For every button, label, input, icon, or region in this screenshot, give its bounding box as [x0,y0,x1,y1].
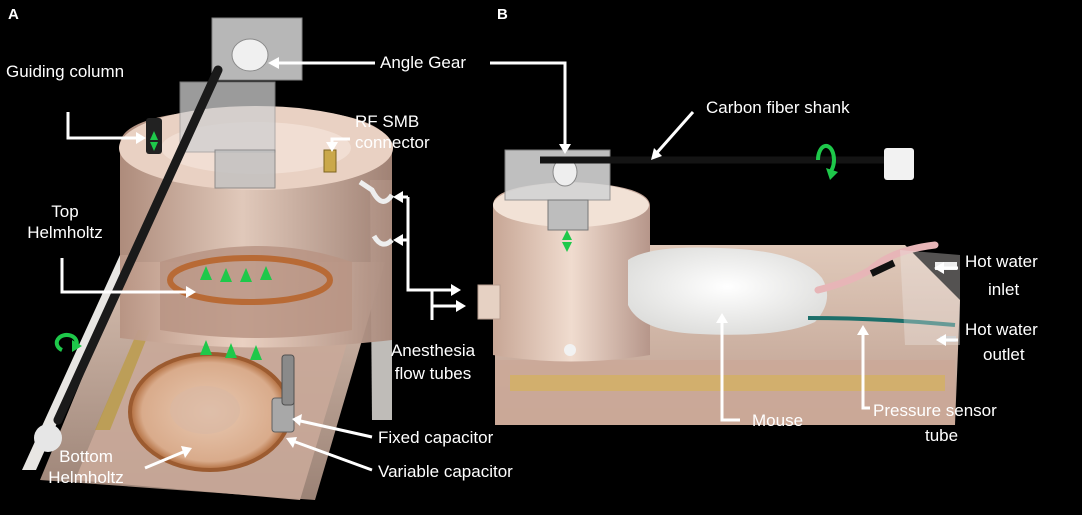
label-pressure-sensor-line1: Pressure sensor [873,401,997,420]
rotation-arrow-a [54,332,79,352]
label-carbon-fiber-shank: Carbon fiber shank [706,98,850,117]
mouse-body [628,247,828,335]
mouse-tail [814,241,939,294]
shank-end-cap [884,148,914,180]
label-hot-water-outlet-line1: Hot water [965,320,1038,339]
carbon-fiber-rod-a [53,65,223,425]
pressure-tube [807,316,956,327]
annotation-arrowheads [136,57,946,458]
label-rf-smb-line1: RF SMB [355,112,420,131]
rotation-arrow-b [815,143,836,174]
label-top-helmholtz-line2: Helmholtz [27,223,103,242]
panel-letter-b: B [497,6,508,23]
variable-capacitor-part [281,354,295,406]
label-hot-water-inlet-line2: inlet [988,280,1020,299]
label-bottom-helmholtz-line2: Helmholtz [48,468,124,487]
hot-water-inlet-port [935,262,957,270]
panel-b-device [477,143,960,425]
label-bottom-helmholtz-line1: Bottom [59,447,113,466]
label-hot-water-inlet-line1: Hot water [965,252,1038,271]
label-top-helmholtz-line1: Top [51,202,79,221]
cylinder-opening [160,246,352,338]
label-fixed-capacitor: Fixed capacitor [378,428,494,447]
yellow-strip [95,330,150,430]
label-rf-smb-line2: connector [355,133,430,152]
green-field-arrows [150,131,272,360]
label-guiding-column: Guiding column [6,62,125,81]
label-hot-water-outlet-line2: outlet [983,345,1025,364]
label-angle-gear: Angle Gear [380,53,466,72]
panel-letter-a: A [8,6,19,23]
label-pressure-sensor-line2: tube [925,426,959,445]
top-helmholtz-coil [167,255,333,305]
rf-smb-connector-part [323,149,337,173]
label-anesthesia-line2: flow tubes [394,364,472,383]
label-anesthesia-line1: Anesthesia [390,341,476,360]
label-variable-capacitor: Variable capacitor [378,462,513,481]
cylinder-b [493,182,650,362]
label-mouse: Mouse [752,411,804,430]
anesthesia-tube-a [358,179,395,204]
panel-a-device [22,17,395,500]
anesthesia-port-b [477,284,501,320]
